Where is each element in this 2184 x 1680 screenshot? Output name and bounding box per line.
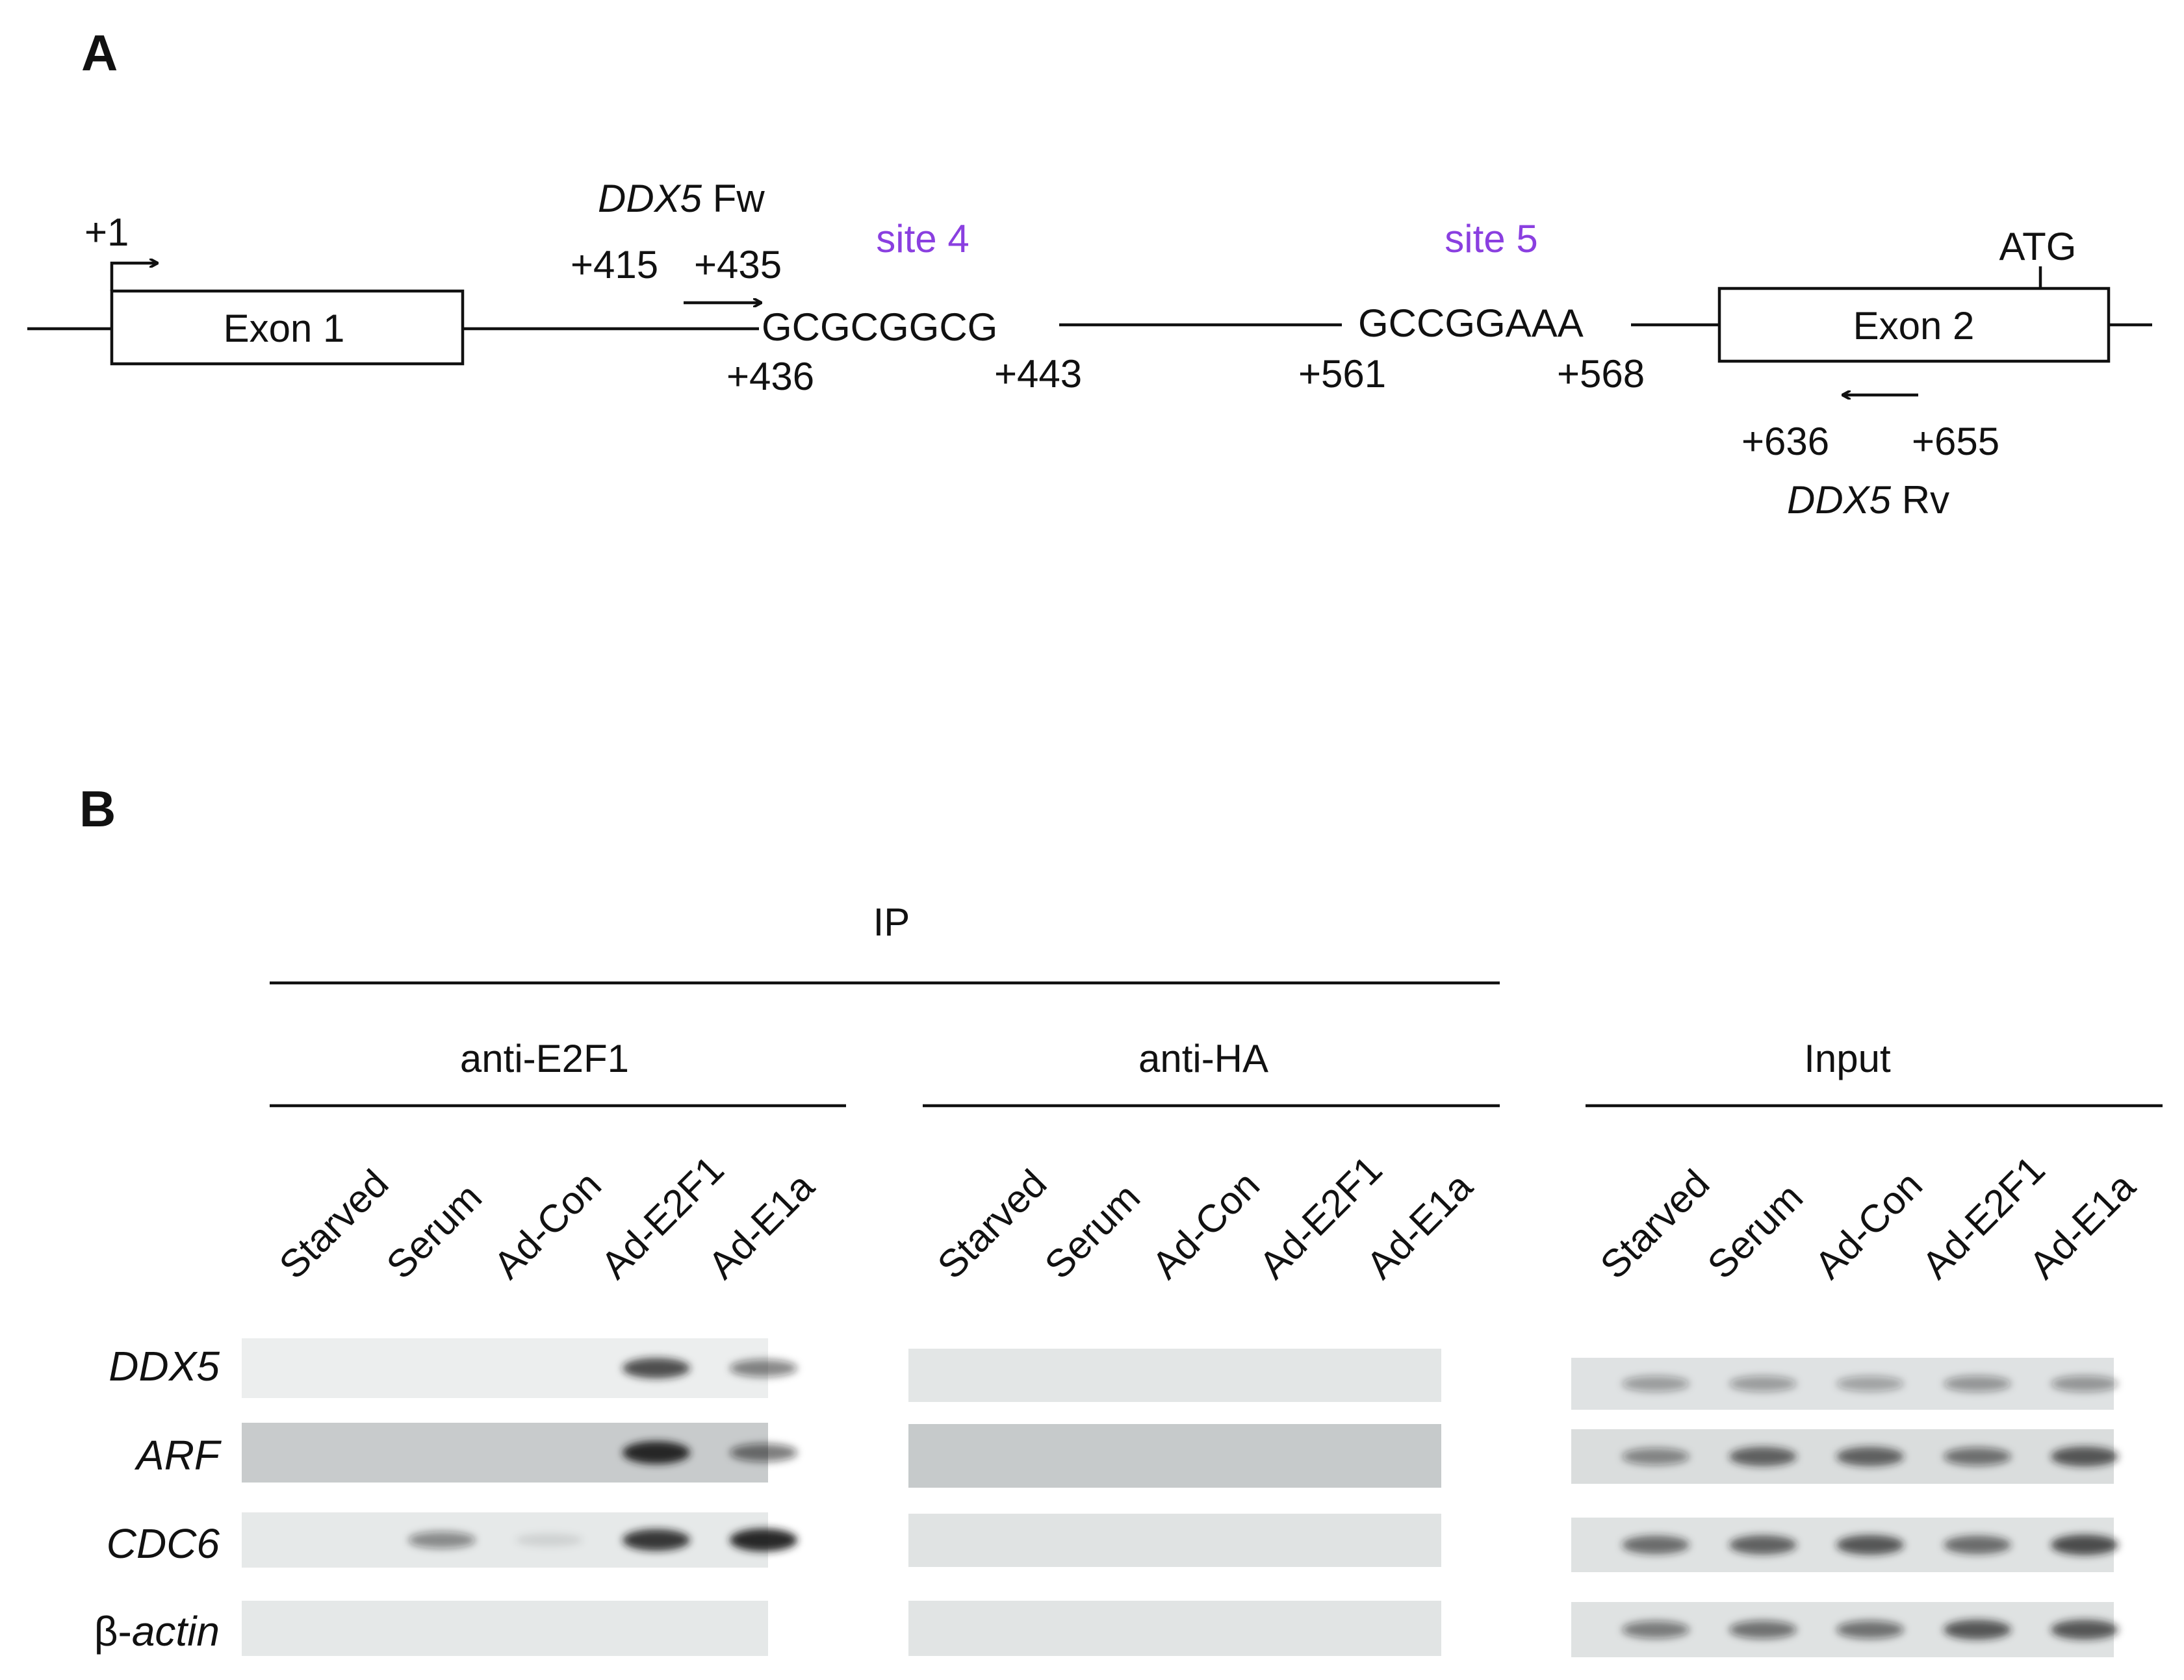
lane-label-anti-e2f1-starved: Starved [271,1162,397,1288]
lane-label-anti-ha-ad-con: Ad-Con [1144,1163,1268,1287]
ip-label: IP [873,900,910,944]
lane-label-input-starved: Starved [1592,1162,1718,1288]
lane-label-input-ad-con: Ad-Con [1806,1163,1931,1287]
row-label-ddx5: DDX5 [109,1343,220,1390]
site4-name: site 4 [876,217,969,261]
lane-label-anti-ha-starved: Starved [929,1162,1055,1288]
rv-primer-start: +636 [1741,420,1829,463]
panel-a: A Exon 1 +1 Exon 2 ATG DDX5 Fw +415 +435… [27,24,2152,522]
band-input-arf-starved [1622,1447,1689,1466]
atg-label: ATG [1999,225,2077,268]
band-input-ddx5-ad-e1a [2051,1375,2118,1392]
band-input-actin-starved [1622,1621,1689,1638]
band-input-cdc6-ad-con [1836,1534,1904,1555]
gel-strip-anti-ha-arf [908,1424,1441,1488]
band-input-arf-ad-con [1836,1447,1904,1466]
gel-strip-anti-ha-cdc6 [908,1514,1441,1567]
group-label-input: Input [1804,1037,1891,1080]
exon2-box [1717,286,2111,363]
row-label-beta-actin: β-actin [94,1608,220,1655]
band-input-cdc6-ad-e2f1 [1944,1535,2011,1555]
gel-strips [242,1338,2118,1657]
fw-primer-start: +415 [571,243,658,286]
group-label-anti-ha: anti-HA [1138,1037,1268,1080]
gel-strip-anti-ha-ddx5 [908,1349,1441,1402]
band-anti-e2f1-arf-ad-e2f1 [623,1441,690,1464]
fw-primer-end: +435 [694,243,782,286]
exon1-label: Exon 1 [224,307,345,350]
band-anti-e2f1-ddx5-ad-e1a [730,1359,797,1377]
band-anti-e2f1-ddx5-ad-e2f1 [623,1358,690,1379]
tss-arrow-icon [110,263,158,291]
band-input-actin-ad-con [1836,1620,1904,1639]
band-input-cdc6-starved [1622,1535,1689,1555]
row-label-cdc6: CDC6 [107,1520,220,1567]
site5-start: +561 [1298,352,1386,396]
site5-name: site 5 [1445,217,1537,261]
band-input-actin-ad-e2f1 [1944,1620,2011,1640]
band-input-ddx5-ad-con [1836,1376,1904,1392]
gel-strip-anti-ha-actin [908,1601,1441,1656]
exon1-box [110,289,465,366]
site5-sequence: GCCGGAAA [1358,301,1584,345]
rv-primer-label: DDX5 Rv [1787,478,1949,522]
gel-strip-anti-e2f1-actin [242,1601,768,1656]
rv-primer-end: +655 [1912,420,1999,463]
band-anti-e2f1-cdc6-ad-e2f1 [623,1529,690,1551]
row-label-arf: ARF [134,1432,222,1479]
lane-label-anti-e2f1-ad-con: Ad-Con [485,1163,610,1287]
row-labels: DDX5 ARF CDC6 β-actin [94,1343,222,1655]
site5-end: +568 [1557,352,1645,396]
tss-label: +1 [84,210,129,254]
panel-b: B IP anti-E2F1 anti-HA Input DDX5 ARF CD… [79,780,2163,1657]
fw-primer-label: DDX5 Fw [598,177,765,220]
site4-start: +436 [726,355,814,398]
band-input-arf-serum [1729,1447,1797,1466]
band-input-ddx5-serum [1729,1375,1797,1392]
band-input-actin-ad-e1a [2051,1620,2118,1640]
band-anti-e2f1-arf-ad-e1a [730,1444,797,1462]
band-input-ddx5-ad-e2f1 [1944,1375,2011,1392]
band-input-ddx5-starved [1622,1375,1689,1392]
group-label-anti-e2f1: anti-E2F1 [460,1037,629,1080]
band-input-cdc6-serum [1729,1535,1797,1555]
band-input-arf-ad-e1a [2051,1446,2118,1467]
panel-b-letter: B [79,780,116,837]
site4-end: +443 [994,352,1082,396]
band-anti-e2f1-cdc6-serum [408,1531,476,1549]
band-input-arf-ad-e2f1 [1944,1447,2011,1466]
band-anti-e2f1-cdc6-ad-e1a [730,1528,797,1552]
band-anti-e2f1-cdc6-ad-con [515,1533,583,1547]
band-input-actin-serum [1729,1620,1797,1639]
band-input-cdc6-ad-e1a [2051,1534,2118,1555]
panel-a-letter: A [81,24,118,81]
exon2-label: Exon 2 [1853,304,1975,348]
site4-sequence: GCGCGGCG [762,305,997,349]
